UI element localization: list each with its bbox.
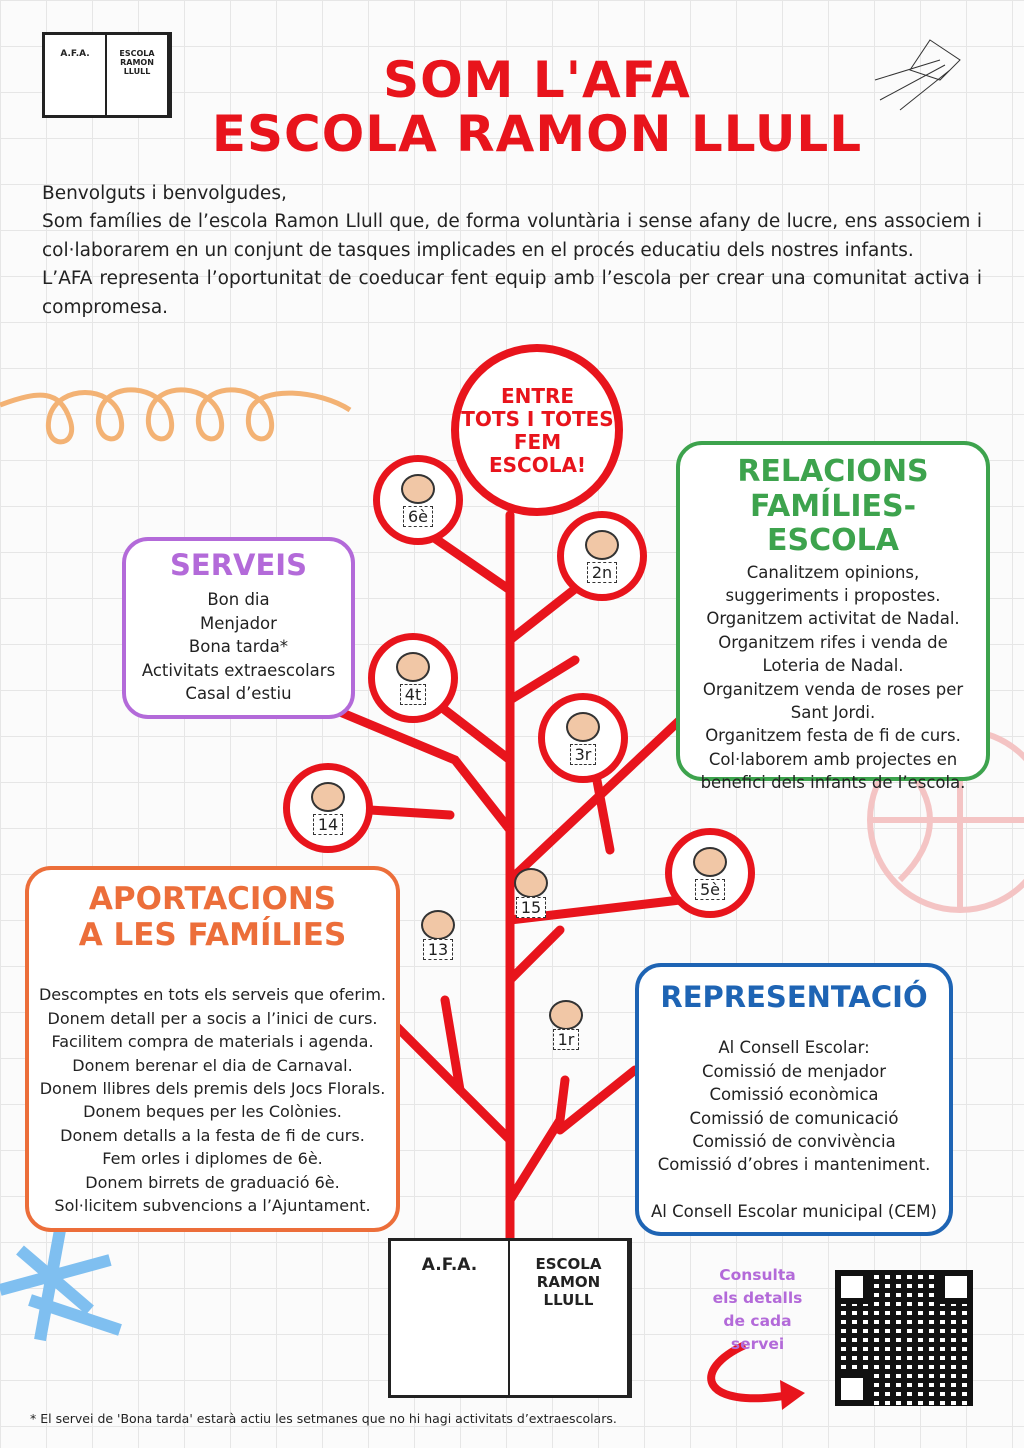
aportacions-item: Donem detalls a la festa de fi de curs. (60, 1125, 365, 1145)
serveis-item: Bona tarda* (188, 637, 289, 657)
aportacions-title-1: APORTACIONS (88, 881, 337, 917)
serveis-item: Activitats extraescolars (141, 660, 336, 680)
aportacions-item: Fem orles i diplomes de 6è. (102, 1149, 323, 1169)
relacions-item: Organitzem venda de roses per Sant Jordi… (702, 679, 964, 722)
representacio-item: Comissió de menjador (702, 1061, 886, 1081)
serveis-item: Menjador (200, 613, 277, 633)
grade-6e-badge: 6è (373, 455, 463, 545)
relacions-item: Organitzem festa de fi de curs. (705, 726, 961, 746)
relacions-title-1: RELACIONS (737, 454, 929, 489)
grade-14-badge: 14 (283, 763, 373, 853)
representacio-cem: Al Consell Escolar municipal (CEM) (651, 1201, 937, 1221)
grade-1r-badge: 1r (540, 1000, 592, 1050)
aportacions-item: Facilitem compra de materials i agenda. (51, 1032, 374, 1052)
representacio-item: Comissió d’obres i manteniment. (657, 1155, 931, 1175)
arrow-icon (707, 1341, 791, 1403)
grade-2n-badge: 2n (557, 511, 647, 601)
aportacions-item: Descomptes en tots els serveis que oferi… (38, 985, 387, 1005)
qr-caption: Consulta els detalls de cada servei (695, 1264, 820, 1356)
intro-paragraph-1: Som famílies de l’escola Ramon Llull que… (42, 211, 982, 261)
relacions-item: Organitzem activitat de Nadal. (706, 609, 960, 629)
aportacions-item: Donem detall per a socis a l’inici de cu… (47, 1008, 378, 1028)
motto: ENTRE TOTS I TOTES FEM ESCOLA! (455, 385, 620, 477)
serveis-title: SERVEIS (170, 548, 307, 582)
qr-caption-line: els detalls (712, 1289, 803, 1307)
relacions-item: Col·laborem amb projectes en benefici de… (700, 749, 966, 793)
representacio-item: Al Consell Escolar: (718, 1038, 870, 1058)
page-title-line2: ESCOLA RAMON LLULL (211, 105, 863, 163)
aportacions-title-2: A LES FAMÍLIES (78, 916, 347, 953)
qr-code[interactable] (835, 1270, 973, 1406)
relacions-item: Canalitzem opinions, suggeriments i prop… (725, 562, 941, 605)
representacio-box: REPRESENTACIÓ Al Consell Escolar: Comiss… (635, 963, 953, 1236)
aportacions-item: Donem beques per les Colònies. (83, 1102, 342, 1122)
representacio-item: Comissió econòmica (709, 1085, 879, 1105)
aportacions-item: Donem berenar el dia de Carnaval. (72, 1055, 353, 1075)
footnote: * El servei de 'Bona tarda' estarà actiu… (30, 1411, 617, 1426)
motto-line: ENTRE (500, 384, 575, 408)
grade-5e-badge: 5è (665, 828, 755, 918)
serveis-item: Bon dia (207, 590, 270, 610)
serveis-item: Casal d’estiu (185, 683, 292, 703)
intro-paragraph-2: L’AFA representa l’oportunitat de coeduc… (42, 268, 982, 318)
representacio-title: REPRESENTACIÓ (660, 980, 928, 1014)
logo-text-afa: A.F.A. (45, 35, 107, 115)
motto-line: FEM (513, 430, 562, 454)
qr-caption-line: Consulta (719, 1266, 796, 1284)
page-title-line1: SOM L'AFA (383, 51, 691, 109)
representacio-item: Comissió de convivència (692, 1131, 896, 1151)
blue-star-decoration (0, 1228, 122, 1342)
aportacions-item: Donem birrets de graduació 6è. (85, 1172, 340, 1192)
book-text-afa: A.F.A. (391, 1241, 510, 1395)
motto-line: ESCOLA! (488, 453, 587, 477)
intro-greeting: Benvolguts i benvolgudes, (42, 183, 287, 204)
grade-13-badge: 13 (412, 910, 464, 960)
grade-3r-badge: 3r (538, 693, 628, 783)
relacions-item: Organitzem rifes i venda de Loteria de N… (718, 632, 948, 676)
motto-line: TOTS I TOTES (461, 407, 614, 431)
relacions-title-2: FAMÍLIES-ESCOLA (749, 488, 917, 558)
intro-text: Benvolguts i benvolgudes, Som famílies d… (42, 180, 982, 322)
aportacions-item: Donem llibres dels premis dels Jocs Flor… (39, 1078, 386, 1098)
orange-squiggle-decoration (0, 387, 352, 445)
serveis-box: SERVEIS Bon dia Menjador Bona tarda* Act… (122, 537, 355, 719)
pinwheel-drawing (874, 39, 961, 111)
qr-caption-line: de cada servei (723, 1312, 792, 1353)
representacio-item: Comissió de comunicació (689, 1108, 899, 1128)
aportacions-item: Sol·licitem subvencions a l’Ajuntament. (54, 1195, 371, 1215)
grade-15-badge: 15 (505, 868, 557, 918)
grade-4t-badge: 4t (368, 633, 458, 723)
